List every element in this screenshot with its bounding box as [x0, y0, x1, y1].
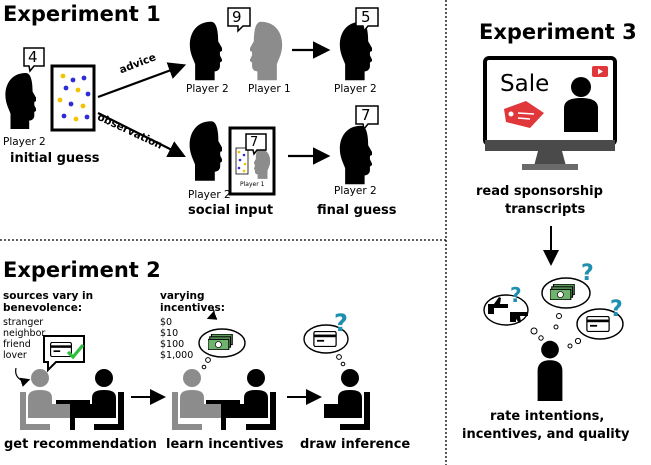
draw-inference-label: draw inference — [300, 437, 411, 452]
svg-text:?: ? — [610, 297, 623, 322]
player2-label-initial: Player 2 — [3, 136, 46, 148]
incentive-item: $100 — [160, 339, 185, 350]
player2-head-initial — [5, 72, 36, 130]
sources-heading-2: benevolence: — [3, 302, 83, 314]
svg-text:?: ? — [581, 261, 594, 286]
source-item: neighbor — [3, 328, 46, 339]
svg-text:?: ? — [334, 309, 348, 337]
source-item: stranger — [3, 317, 44, 328]
player2-label-final-top: Player 2 — [334, 83, 377, 95]
observed-screen — [228, 126, 276, 196]
bubble-final-bottom — [355, 105, 379, 131]
source-item: lover — [3, 350, 27, 361]
sponsorship-monitor — [483, 56, 617, 170]
bubble-advice-number: 9 — [232, 8, 242, 26]
social-input-label: social input — [188, 203, 274, 218]
incentive-item: $0 — [160, 317, 173, 328]
read-line-2: transcripts — [505, 202, 586, 217]
observation-arrow — [97, 112, 186, 157]
initial-guess-label: initial guess — [10, 151, 100, 166]
scene-recommendation — [15, 335, 124, 430]
thought-cloud-card: ? — [576, 297, 624, 340]
exp2-title: Experiment 2 — [3, 258, 161, 282]
bubble-final-top — [355, 7, 379, 33]
bubble-initial — [23, 47, 45, 73]
thought-cloud-thumbs: ? — [483, 283, 529, 326]
player2-label-final-bottom: Player 2 — [334, 185, 377, 197]
sources-heading-1: sources vary in — [3, 290, 94, 302]
player2-label-advice: Player 2 — [186, 83, 229, 95]
advice-arrow — [97, 62, 187, 99]
incentive-item: $1,000 — [160, 350, 194, 361]
player2-head-final-top — [339, 21, 372, 81]
bubble-observed-number: 7 — [250, 135, 259, 150]
get-recommendation-label: get recommendation — [4, 437, 157, 452]
exp1-title: Experiment 1 — [3, 2, 161, 26]
rate-line-2: incentives, and quality — [462, 427, 630, 442]
player2-head-observation — [189, 121, 222, 181]
bubble-advice — [227, 7, 251, 33]
bubble-initial-number: 4 — [28, 48, 38, 66]
read-line-1: read sponsorship — [476, 184, 603, 199]
incentives-heading-1: varying — [160, 290, 205, 302]
incentive-item: $10 — [160, 328, 179, 339]
scene-inference: ? — [303, 309, 370, 430]
player2-head-final-bottom — [339, 125, 372, 185]
thought-cloud-money: ? — [541, 261, 594, 309]
source-item: friend — [3, 339, 31, 350]
rate-line-1: rate intentions, — [490, 409, 605, 424]
sale-text: Sale — [500, 71, 550, 97]
player2-head-advice — [189, 21, 222, 81]
dot-board — [50, 64, 96, 132]
svg-text:?: ? — [510, 283, 522, 307]
player1-label-advice: Player 1 — [248, 83, 291, 95]
bubble-final-top-number: 5 — [361, 8, 371, 26]
exp3-title: Experiment 3 — [479, 20, 637, 44]
player2-label-observation: Player 2 — [188, 189, 231, 201]
final-guess-label: final guess — [317, 203, 397, 218]
learn-incentives-label: learn incentives — [166, 437, 284, 452]
bubble-final-bottom-number: 7 — [361, 106, 371, 124]
scene-incentives — [172, 307, 276, 430]
player1-label-screen: Player 1 — [240, 181, 265, 188]
player1-head-advice — [250, 21, 283, 81]
incentives-heading-2: incentives: — [160, 302, 225, 314]
exp3-person — [537, 340, 563, 401]
